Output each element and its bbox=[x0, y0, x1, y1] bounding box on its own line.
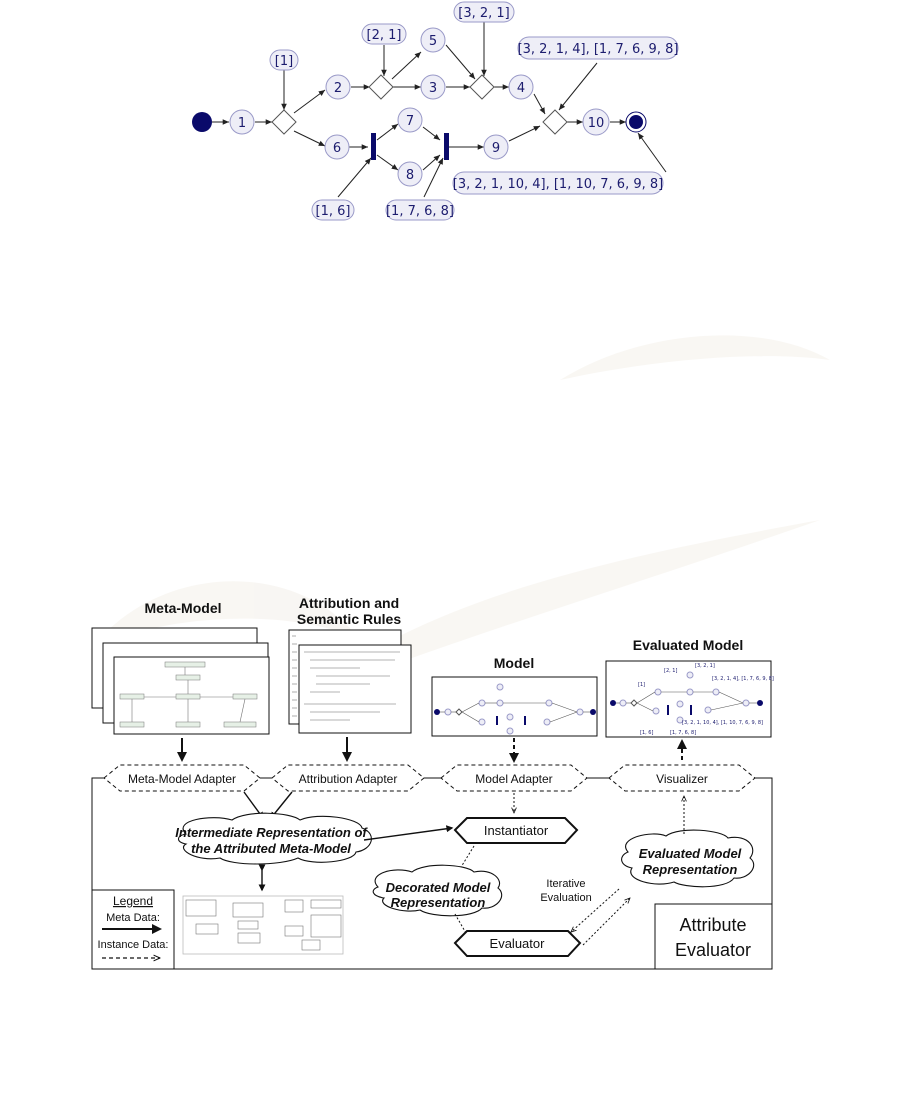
top-annotation-leaders bbox=[281, 22, 667, 198]
top-edges bbox=[212, 44, 626, 171]
annotation-5: [3, 2, 1, 10, 4], [1, 10, 7, 6, 9, 8] bbox=[453, 177, 663, 192]
meta-model-thumbnails bbox=[91, 627, 270, 735]
meta-model-adapter-label: Meta-Model Adapter bbox=[128, 772, 236, 786]
attribution-adapter-label: Attribution Adapter bbox=[299, 772, 398, 786]
evaluator-box bbox=[453, 930, 582, 957]
annotation-2: [2, 1] bbox=[367, 28, 402, 43]
iterative-line1: Iterative bbox=[546, 878, 585, 890]
annotation-1: [1] bbox=[275, 54, 293, 69]
evaluated-model-cloud bbox=[621, 829, 755, 888]
node-4: 4 bbox=[517, 81, 525, 96]
attribute-evaluator-line2: Evaluator bbox=[675, 940, 751, 960]
intermediate-line2: the Attributed Meta-Model bbox=[191, 841, 351, 856]
evaluated-model-title: Evaluated Model bbox=[633, 637, 743, 653]
mini-annotation-2: [2, 1] bbox=[664, 668, 677, 674]
watermark bbox=[90, 335, 830, 700]
meta-model-adapter bbox=[103, 764, 261, 792]
legend-title: Legend bbox=[113, 894, 153, 908]
attrmm-thumbnail bbox=[182, 895, 344, 955]
evaluated-model-thumbnail: [1] [2, 1] [3, 2, 1] [3, 2, 1, 4], [1, 7… bbox=[605, 660, 774, 738]
node-1: 1 bbox=[238, 116, 246, 131]
attribution-title-line2: Semantic Rules bbox=[297, 611, 401, 627]
top-process-diagram: 1 2 3 4 5 6 7 8 9 10 [1] [2, 1] [3, 2, 1… bbox=[192, 1, 679, 221]
annotation-3: [3, 2, 1] bbox=[458, 6, 510, 21]
evaluated-line1: Evaluated Model bbox=[639, 846, 742, 861]
mini-annotation-7: [1, 7, 6, 8] bbox=[670, 730, 696, 736]
attribution-rules-thumbnails bbox=[288, 629, 412, 734]
attribute-evaluator-line1: Attribute bbox=[679, 915, 746, 935]
attribution-title-line1: Attribution and bbox=[299, 595, 399, 611]
mini-annotation-6: [1, 6] bbox=[640, 730, 653, 736]
instantiator-box bbox=[453, 817, 579, 844]
node-10: 10 bbox=[588, 116, 605, 131]
model-thumbnail bbox=[431, 676, 598, 737]
mini-annotation-4: [3, 2, 1, 4], [1, 7, 6, 9, 8] bbox=[712, 676, 774, 682]
node-9: 9 bbox=[492, 141, 500, 156]
top-annotations: [1] [2, 1] [3, 2, 1] [3, 2, 1, 4], [1, 7… bbox=[269, 1, 679, 221]
node-8: 8 bbox=[406, 168, 414, 183]
decorated-model-cloud bbox=[372, 864, 503, 917]
mini-annotation-1: [1] bbox=[638, 682, 645, 688]
node-7: 7 bbox=[406, 114, 414, 129]
join-bar bbox=[444, 133, 449, 160]
intermediate-representation-cloud bbox=[177, 812, 372, 865]
evaluated-line2: Representation bbox=[643, 862, 738, 877]
annotation-6: [1, 6] bbox=[316, 204, 351, 219]
legend-instance-label: Instance Data: bbox=[98, 939, 169, 951]
annotation-7: [1, 7, 6, 8] bbox=[386, 204, 454, 219]
arrow-evaluator-to-evaluated bbox=[582, 898, 630, 946]
mini-annotation-5: [3, 2, 1, 10, 4], [1, 10, 7, 6, 9, 8] bbox=[682, 720, 763, 726]
visualizer bbox=[608, 764, 756, 792]
evaluator-label: Evaluator bbox=[490, 936, 546, 951]
node-2: 2 bbox=[334, 81, 342, 96]
architecture-diagram: Meta-Model Attribution and Semantic Rule… bbox=[91, 595, 774, 970]
top-nodes: 1 2 3 4 5 6 7 8 9 10 bbox=[229, 27, 610, 187]
node-3: 3 bbox=[429, 81, 437, 96]
meta-model-title: Meta-Model bbox=[145, 600, 222, 616]
top-gateways bbox=[271, 74, 568, 135]
attribution-adapter bbox=[271, 764, 425, 792]
mini-annotation-3: [3, 2, 1] bbox=[695, 663, 715, 669]
architecture-frame bbox=[91, 777, 773, 970]
end-event-core bbox=[629, 115, 643, 129]
decorated-line1: Decorated Model bbox=[386, 880, 491, 895]
model-adapter-label: Model Adapter bbox=[475, 772, 552, 786]
fork-bar bbox=[371, 133, 376, 160]
start-event-icon bbox=[192, 112, 212, 132]
annotation-4: [3, 2, 1, 4], [1, 7, 6, 9, 8] bbox=[518, 42, 679, 57]
iterative-line2: Evaluation bbox=[540, 892, 591, 904]
legend-meta-label: Meta Data: bbox=[106, 912, 160, 924]
intermediate-line1: Intermediate Representation of bbox=[175, 825, 368, 840]
node-5: 5 bbox=[429, 34, 437, 49]
decorated-line2: Representation bbox=[391, 895, 486, 910]
model-title: Model bbox=[494, 655, 534, 671]
instantiator-label: Instantiator bbox=[484, 823, 549, 838]
model-adapter bbox=[440, 764, 588, 792]
attribute-evaluator-box bbox=[654, 903, 773, 970]
visualizer-label: Visualizer bbox=[656, 772, 708, 786]
arrow-ir-to-instantiator bbox=[363, 825, 454, 841]
node-6: 6 bbox=[333, 141, 341, 156]
arrow-evaluated-to-evaluator bbox=[571, 888, 620, 932]
